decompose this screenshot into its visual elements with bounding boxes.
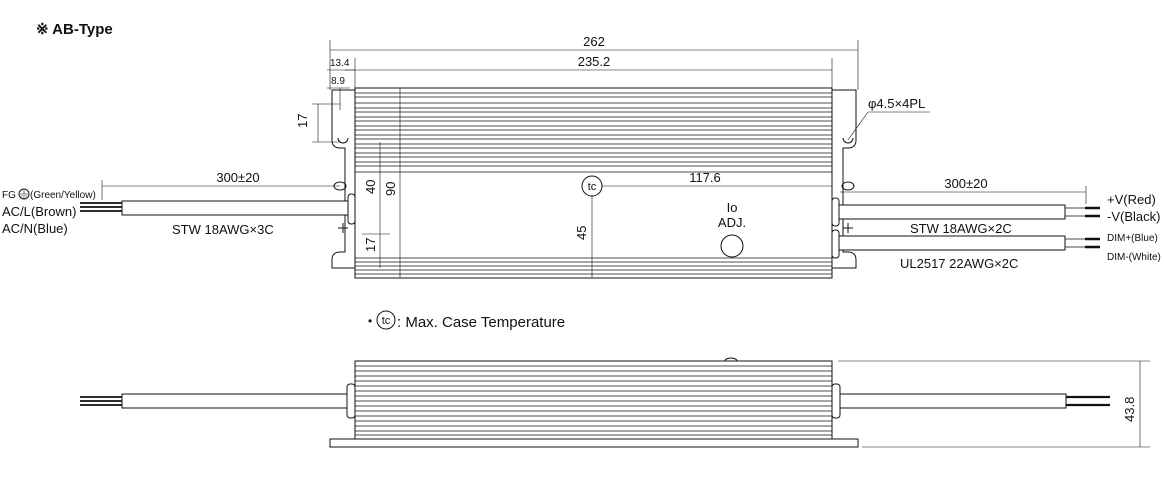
dim-hole-offset: 8.9 xyxy=(331,76,345,87)
io-adjust-potentiometer xyxy=(720,234,744,258)
fg-color-label: (Green/Yellow) xyxy=(30,190,96,201)
mount-hole xyxy=(337,137,349,233)
dim-hole-spec: φ4.5×4PL xyxy=(868,96,925,111)
legend: • tc : Max. Case Temperature xyxy=(368,310,565,331)
legend-tc: tc xyxy=(382,315,391,327)
dimplus-label: DIM+(Blue) xyxy=(1107,233,1158,244)
tc-point-icon xyxy=(581,175,603,197)
dim-cable-spec: UL2517 22AWG×2C xyxy=(900,256,1018,271)
legend-text: : Max. Case Temperature xyxy=(397,314,565,331)
top-view: 262 235.2 13.4 8.9 17 40 90 17 45 117.6 … xyxy=(2,34,1161,279)
dim-tc-offset-x: 117.6 xyxy=(689,170,721,185)
mount-hole xyxy=(842,137,854,233)
dimminus-label: DIM-(White) xyxy=(1107,252,1161,263)
side-output-cable xyxy=(839,393,1067,409)
tc-label: tc xyxy=(588,181,597,193)
dim-hole-spacing-bottom: 17 xyxy=(363,238,378,252)
heatsink-ribs xyxy=(355,92,832,275)
dim-flange-offset: 13.4 xyxy=(330,58,350,69)
output-wires xyxy=(1085,206,1100,249)
output-grommet xyxy=(831,197,840,227)
vminus-label: -V(Black) xyxy=(1107,209,1160,224)
dim-cable xyxy=(838,235,1066,251)
side-mount-base xyxy=(329,438,859,448)
input-wires xyxy=(80,202,122,212)
dim-overall-length: 262 xyxy=(583,34,605,49)
input-grommet xyxy=(347,193,356,225)
tc-icon xyxy=(376,310,396,330)
fg-label: FG xyxy=(2,190,16,201)
dim-tc-offset-y: 45 xyxy=(574,226,589,240)
legend-bullet: • xyxy=(368,314,372,328)
side-heatsink-ribs xyxy=(355,365,832,436)
right-flange xyxy=(832,89,857,269)
dim-width: 90 xyxy=(383,182,398,196)
vplus-label: +V(Red) xyxy=(1107,192,1156,207)
output-cable xyxy=(838,204,1066,220)
dim-hole-pitch: 40 xyxy=(363,180,378,194)
output-cable-spec: STW 18AWG×2C xyxy=(910,221,1012,236)
dim-body-length: 235.2 xyxy=(578,54,611,69)
acn-label: AC/N(Blue) xyxy=(2,221,68,236)
dim-input-cable-length: 300±20 xyxy=(216,170,259,185)
adj-label: ADJ. xyxy=(718,215,746,230)
side-case-body xyxy=(354,360,833,440)
dim-hole-spacing-top: 17 xyxy=(295,114,310,128)
left-flange xyxy=(331,89,355,269)
mount-hole xyxy=(841,181,855,191)
dim-grommet xyxy=(831,229,840,259)
acl-label: AC/L(Brown) xyxy=(2,204,76,219)
drawing-title: ※ AB-Type xyxy=(36,21,113,38)
dim-output-cable-length: 300±20 xyxy=(944,176,987,191)
adj-label-io: Io xyxy=(727,200,738,215)
case-body xyxy=(354,87,833,279)
ground-icon xyxy=(18,188,30,200)
dim-height: 43.8 xyxy=(1122,397,1137,422)
input-cable-spec: STW 18AWG×3C xyxy=(172,222,274,237)
side-view: 43.8 xyxy=(80,357,1150,448)
side-input-cable xyxy=(121,393,349,409)
input-cable xyxy=(121,200,349,216)
